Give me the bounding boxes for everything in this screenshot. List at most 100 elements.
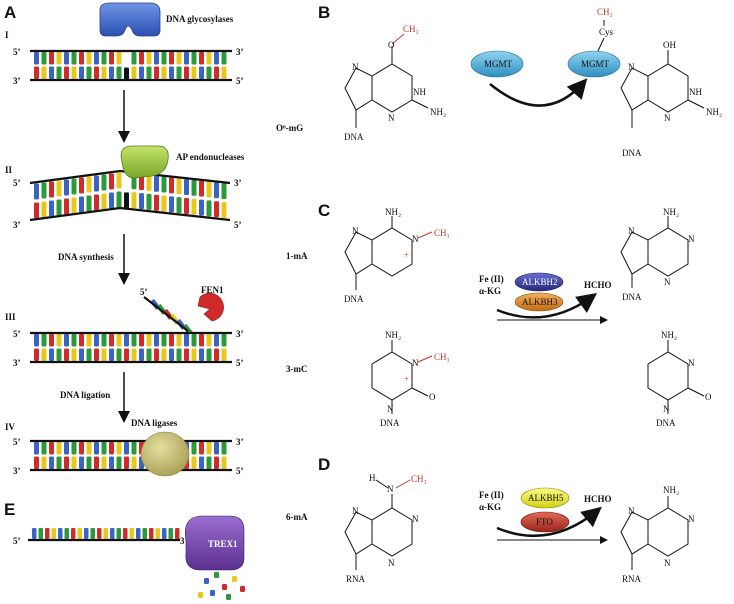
- nucleotide-base: [161, 66, 167, 79]
- 3mc-structure: NH₂ N CH₃ + O N DNA: [371, 330, 450, 428]
- fe-label-c: Fe (II): [479, 274, 504, 284]
- nucleotide-base: [131, 456, 137, 469]
- nucleotide-base: [206, 334, 212, 347]
- nucleotide-base: [56, 442, 62, 455]
- nucleotide-base: [221, 52, 227, 65]
- dna-duplex-step-iv: 5’ 3’ 3’ 5’: [13, 437, 244, 476]
- nucleotide-base: [56, 199, 62, 216]
- nucleotide-base: [240, 586, 245, 592]
- nucleotide-base: [206, 52, 212, 65]
- nucleotide-base: [206, 66, 212, 79]
- dna-duplex-step-iii: 5’ 3’ 3’ 5’ 5’: [13, 287, 244, 368]
- atom-label: NH₂: [385, 207, 401, 217]
- nucleotide-base: [34, 202, 39, 219]
- hcho-label-d: HCHO: [584, 494, 612, 504]
- nucleotide-base: [226, 594, 231, 600]
- atom-label: OH: [663, 40, 676, 50]
- nucleotide-base: [124, 348, 129, 361]
- atom-label: NH₂: [706, 107, 722, 117]
- prime-label: 3’: [13, 220, 21, 230]
- nucleotide-base: [110, 528, 115, 539]
- nucleotide-base: [206, 181, 212, 198]
- nucleotide-base: [176, 348, 182, 361]
- atom-label: N: [628, 62, 635, 72]
- nucleotide-base: [154, 175, 159, 192]
- atom-label: N: [412, 234, 419, 244]
- nucleotide-base: [101, 456, 107, 469]
- glycosylase-label: DNA glycosylases: [166, 14, 234, 24]
- prime-label: 3’: [234, 178, 242, 188]
- methyl-label: CH₃: [411, 474, 427, 484]
- nucleotide-base: [116, 456, 122, 469]
- nucleotide-base: [64, 52, 69, 65]
- rna-label: RNA: [346, 574, 366, 584]
- nucleotide-base: [116, 191, 122, 208]
- alkbh5-label: ALKBH5: [528, 493, 564, 503]
- prime-label: 3’: [13, 76, 21, 86]
- nucleotide-base: [131, 52, 137, 65]
- nucleotide-base: [199, 52, 204, 65]
- nucleotide-base: [154, 334, 159, 347]
- prime-label: 5’: [234, 220, 242, 230]
- panel-c: C 1-mA 3-mC NH₂ N CH₃ + N DNA NH₂ N CH₃: [286, 201, 712, 428]
- nucleotide-base: [169, 348, 174, 361]
- nucleotide-base: [136, 528, 141, 539]
- nucleotide-base: [94, 334, 99, 347]
- nucleotide-base: [124, 192, 129, 209]
- o6mg-structure: O CH₃ N NH N NH₂ DNA: [344, 24, 446, 142]
- methyl-label: CH₃: [434, 352, 450, 362]
- atom-label: N: [412, 514, 419, 524]
- nucleotide-base: [56, 52, 62, 65]
- nucleotide-base: [90, 528, 95, 539]
- panel-d: D 6-mA H N CH₃ N N N RNA Fe (II) α-KG AL…: [286, 455, 695, 584]
- nucleotide-base: [58, 528, 63, 539]
- nucleotide-base: [199, 456, 204, 469]
- nucleotide-base: [94, 348, 99, 361]
- atom-label: N: [352, 506, 359, 516]
- nucleotide-base: [149, 528, 154, 539]
- nucleotide-base: [64, 528, 69, 539]
- nucleotide-base: [56, 348, 62, 361]
- nucleotide-base: [161, 176, 167, 193]
- nucleotide-base: [86, 334, 92, 347]
- nucleotide-base: [49, 66, 54, 79]
- nucleotide-base: [51, 528, 56, 539]
- nucleotide-base: [176, 52, 182, 65]
- nucleotide-base: [32, 528, 37, 539]
- atom-label: O: [429, 392, 436, 402]
- 6ma-label: 6-mA: [286, 512, 308, 522]
- prime-label: 5’: [236, 358, 244, 368]
- nucleotide-base: [175, 528, 180, 539]
- nucleotide-base: [116, 52, 122, 65]
- trex1-label: TREX1: [208, 539, 238, 549]
- nucleotide-base: [191, 348, 197, 361]
- nucleotide-base: [184, 348, 189, 361]
- panel-letter-e: E: [4, 500, 15, 519]
- nucleotide-base: [184, 66, 189, 79]
- 6ma-structure: H N CH₃ N N N RNA: [344, 473, 427, 584]
- atom-label: NH₂: [663, 485, 679, 495]
- nucleotide-base: [94, 52, 99, 65]
- mgmt-reaction-arrow: [489, 78, 588, 107]
- nucleotide-base: [86, 195, 92, 212]
- trex1-shape: [185, 515, 245, 571]
- nucleotide-base: [214, 182, 219, 199]
- atom-label: N: [664, 113, 671, 123]
- nucleotide-base: [109, 52, 114, 65]
- nucleotide-base: [221, 348, 227, 361]
- nucleotide-base: [94, 175, 99, 192]
- fen1-label: FEN1: [201, 285, 224, 295]
- alkbh2-shape: [514, 272, 564, 292]
- nucleotide-base: [221, 456, 227, 469]
- prime-label: 5’: [13, 47, 21, 57]
- nucleotide-base: [86, 66, 92, 79]
- nucleotide-base: [41, 348, 47, 361]
- nucleotide-base: [184, 197, 189, 214]
- nucleotide-base: [79, 442, 84, 455]
- prime-label: 5’: [236, 76, 244, 86]
- nucleotide-base: [214, 572, 219, 578]
- nucleotide-base: [131, 442, 137, 455]
- nucleotide-base: [191, 334, 197, 347]
- nucleotide-base: [221, 183, 227, 200]
- step-ii-label: II: [5, 165, 13, 175]
